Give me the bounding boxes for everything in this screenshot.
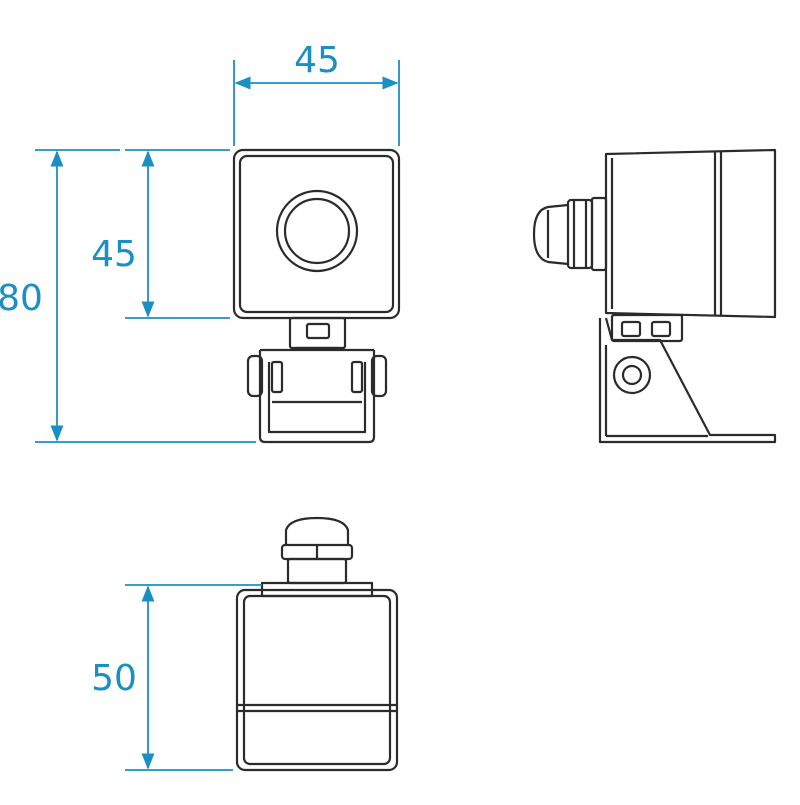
- dimension-labels: 45 45 80 50: [0, 40, 340, 699]
- bottom-gland-cap: [284, 516, 350, 545]
- front-knob-left: [246, 354, 264, 398]
- dim-total-label: 80: [0, 278, 43, 319]
- dimension-lines: [35, 60, 400, 771]
- front-bracket-inner: [267, 362, 367, 434]
- dim-depth-label: 50: [91, 658, 137, 699]
- front-head-outer: [232, 148, 401, 320]
- side-gland-cap: [532, 203, 569, 266]
- front-bracket-outer: [258, 350, 376, 444]
- sensor-lens-inner: [283, 197, 351, 265]
- front-knob-left-inner: [270, 360, 284, 394]
- front-head-inner: [238, 154, 395, 314]
- side-pivot-outer: [612, 355, 652, 395]
- bottom-body-inner: [242, 594, 392, 766]
- bottom-view: [235, 516, 399, 772]
- side-view: [532, 148, 777, 444]
- front-neck: [288, 316, 347, 350]
- side-housing: [604, 148, 777, 319]
- bottom-gland-body: [286, 557, 348, 585]
- side-pivot-inner: [621, 364, 643, 386]
- side-neck-screw-2: [650, 320, 672, 338]
- side-neck-screw-1: [620, 320, 642, 338]
- dim-head-label: 45: [91, 234, 137, 275]
- front-knob-right: [370, 354, 388, 398]
- front-knob-right-inner: [350, 360, 364, 394]
- side-gland-nut: [566, 198, 594, 270]
- side-bracket: [598, 317, 777, 444]
- bottom-body-outer: [235, 588, 399, 772]
- front-neck-screw: [305, 322, 331, 340]
- side-gland-body: [590, 196, 608, 272]
- sensor-lens-outer: [275, 189, 359, 273]
- dim-width-label: 45: [294, 40, 340, 81]
- front-view: [232, 148, 401, 444]
